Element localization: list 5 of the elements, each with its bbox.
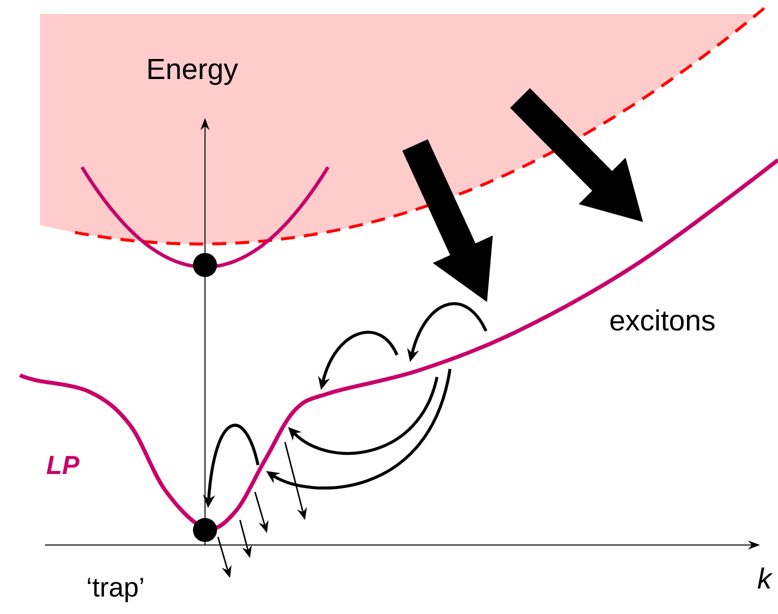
curve-label: excitons <box>610 309 715 331</box>
curve-label: LP <box>46 456 80 474</box>
trap-label: ‘trap’ <box>88 578 144 602</box>
axis-label: Energy <box>148 59 238 85</box>
axis-label: k <box>758 568 773 589</box>
